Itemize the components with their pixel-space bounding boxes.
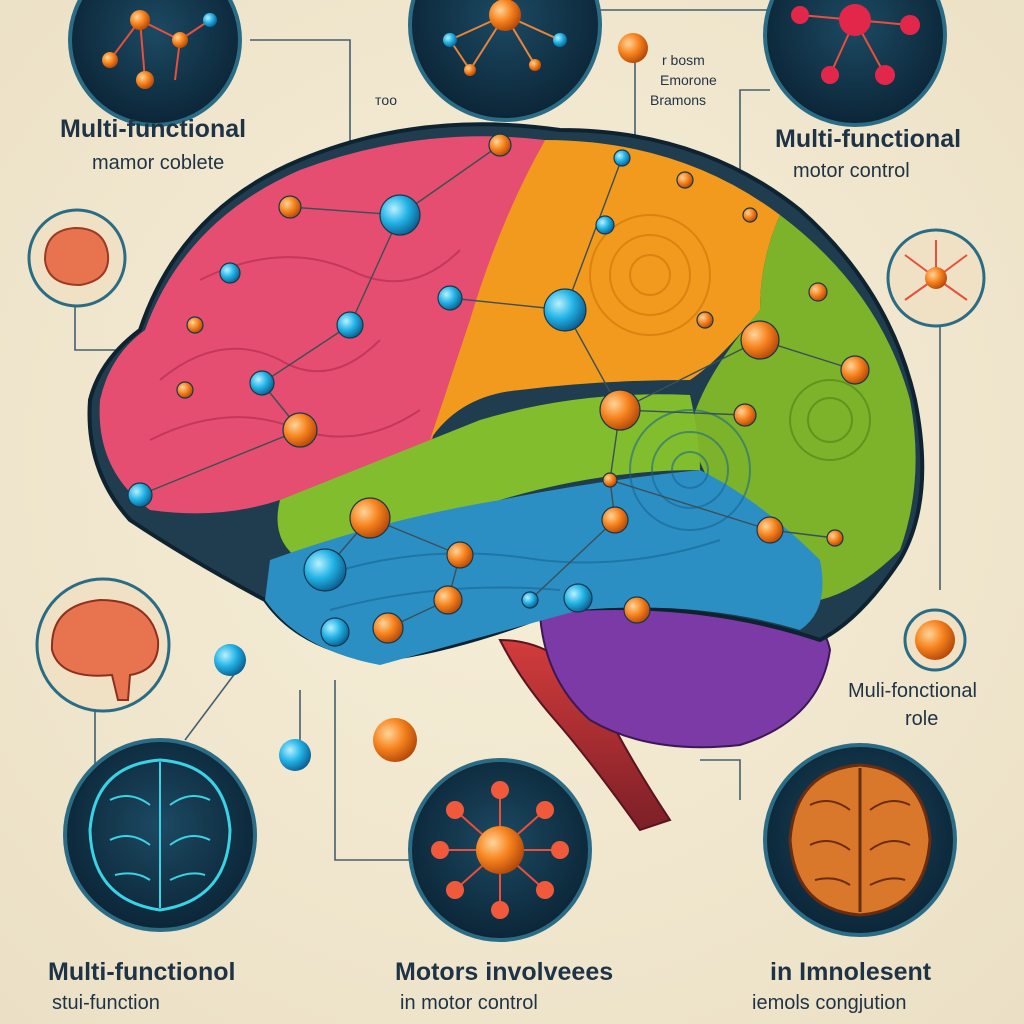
inset-bottom-right [763,743,957,937]
brain-node [756,516,784,544]
swirl-texture [149,214,871,611]
inset-top-right [763,0,947,127]
brain-node [303,548,347,592]
brain-node [437,285,463,311]
brain-node [176,381,194,399]
brain-node [433,585,463,615]
inset-right-node [886,228,986,328]
floating-node-lower [279,739,311,771]
brain-node [599,389,641,431]
label-center-note-3: Bramons [650,92,707,108]
brain-node [601,506,629,534]
brain-node [249,370,275,396]
temporal-lobe [265,470,823,665]
label-bottom-center-subtitle: in motor control [400,992,538,1014]
brain-node [563,583,593,613]
inset-top-center [408,0,602,122]
brain-node [742,207,758,223]
label-center-note-2: Emorone [660,72,717,88]
brain-node [696,311,714,329]
brain-node [372,612,404,644]
brain-nodes [127,133,870,647]
label-top-left-title: Multi-functional [60,115,247,143]
label-right-subtitle: role [905,708,939,730]
label-top-left-subtitle: mamor coblete [92,152,225,174]
brain-node [740,320,780,360]
brain-node [840,355,870,385]
brain-node [595,215,615,235]
parietal-lobe [430,140,780,440]
floating-node-top [618,33,648,63]
inset-bottom-center [408,758,592,942]
brain-node [488,133,512,157]
label-bottom-left-title: Multi-functionol [48,958,236,986]
brain-node [336,311,364,339]
brain-node [282,412,318,448]
label-bottom-right-title: in Imnolesent [770,958,932,986]
label-bottom-right-subtitle: iemols congjution [752,992,907,1014]
brain-node-network [139,144,856,629]
floating-node-center [373,718,417,762]
connector-lines [74,9,941,861]
inset-bottom-left [63,738,257,932]
brain-node [186,316,204,334]
label-center-note-1: r bosm [662,52,705,68]
label-top-right-subtitle: motor control [793,160,910,182]
brain-node [379,194,421,236]
brain-node [623,596,651,624]
label-bottom-center-title: Motors involveees [395,958,614,986]
floating-node-left [214,644,246,676]
brain-node [127,482,153,508]
brain-node [278,195,302,219]
brain-node [349,497,391,539]
brain-node [613,149,631,167]
brain-node [219,262,241,284]
brain-node [826,529,844,547]
label-right-title: Muli-fonctional [848,680,977,702]
brain-node [676,171,694,189]
label-small-marker: ᴛᴏᴏ [375,92,397,108]
inset-top-left [68,0,242,127]
brain-node [733,403,757,427]
inset-left-brain-side [35,577,171,713]
brain-node [446,541,474,569]
inset-left-brain-small [27,208,127,308]
brain-node [808,282,828,302]
brain-node [320,617,350,647]
label-bottom-left-subtitle: stui-function [52,992,160,1014]
brain-node [602,472,618,488]
inset-right-orange-node [903,608,967,672]
label-top-right-title: Multi-functional [775,125,962,153]
brain-node [521,591,539,609]
brain-node [543,288,587,332]
